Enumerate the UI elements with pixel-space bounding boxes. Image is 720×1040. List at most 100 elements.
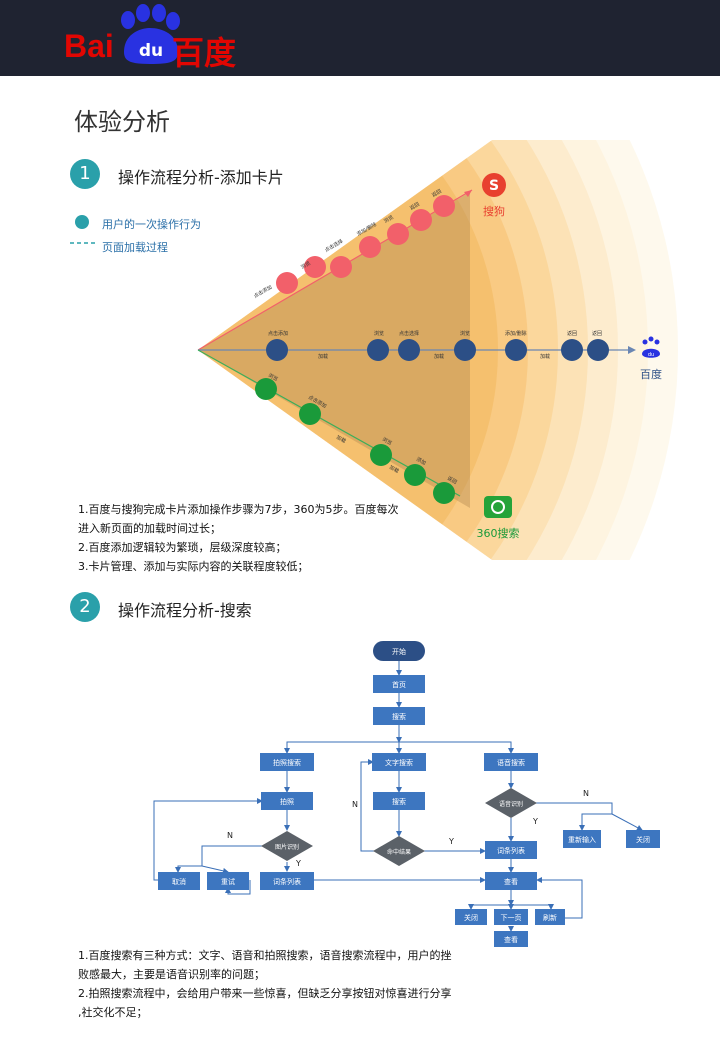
s360-logo-icon [484,496,512,518]
flow-reinput-node-label: 重新输入 [568,835,596,844]
legend-circle-label: 用户的一次操作行为 [102,218,201,231]
flow-view-node-label: 查看 [504,877,518,886]
logo-text: Bai [64,28,114,64]
flow-text-list-node-label: 词条列表 [497,846,525,855]
step-label: 浏览 [381,436,393,447]
flow-view-node [485,872,537,890]
load-label: 加载 [540,353,550,360]
flow-next-page-node-label: 下一页 [501,914,522,922]
branch-y-label: Y [448,837,454,846]
flow-hit-decision-label: 命中结果 [387,848,411,856]
branch-y-label: Y [295,859,301,868]
paw-icon: du [121,4,180,64]
logo-du: du [139,41,163,61]
branch-n-label: N [352,800,358,809]
step-node [370,444,392,466]
load-label: 加载 [434,353,444,360]
section-2-title: 操作流程分析-搜索 [118,601,252,620]
flow-refresh-node-label: 刷新 [543,913,557,922]
step-node [367,339,389,361]
note-line: 进入新页面的加载时间过长； [78,522,221,535]
note-line: 2.拍照搜索流程中，会给用户带来一些惊喜，但缺乏分享按钮对惊喜进行分享 [78,987,452,1000]
legend-circle-icon [75,215,89,229]
flow-cancel-node-label: 取消 [172,877,186,886]
flow-view2-node [494,931,528,947]
flow-view2-node-label: 查看 [504,935,518,944]
step-label: 点击添加 [253,284,274,300]
baidu-logo: Bai du 百度 [64,4,244,71]
flow-home-node-label: 首页 [392,680,406,689]
flow-text-search-node-label: 文字搜索 [385,758,413,767]
flow-img-recog-decision [261,831,313,861]
step-node [561,339,583,361]
load-label: 加载 [318,353,328,360]
step-node [505,339,527,361]
svg-text:S: S [489,178,499,194]
flow-retry-node-label: 重试 [221,877,235,886]
section-1-title: 操作流程分析-添加卡片 [118,168,284,187]
step-label: 返回 [409,201,421,212]
flow-close-node-label: 关闭 [464,913,478,922]
step-node [330,256,352,278]
step-label: 点击选择 [399,330,419,337]
flow-text-query-node-label: 搜索 [392,797,406,806]
flow-voice-recog-decision [485,788,537,818]
sogou-logo-icon: S [482,173,506,197]
step-label: 返回 [446,475,458,486]
step-node [359,236,381,258]
brand-baidu: 百度 [640,367,662,381]
flow-text-list-node [485,841,537,859]
section-1-notes: 1.百度与搜狗完成卡片添加操作步骤为7步，360为5步。百度每次 进入新页面的加… [78,500,408,576]
flow-photo-list-node-label: 词条列表 [273,877,301,886]
note-line: 1.百度搜索有三种方式：文字、语音和拍照搜索，语音搜索流程中，用户的挫 [78,949,452,962]
step-node [276,272,298,294]
flow-shoot-node-label: 拍照 [280,797,294,806]
flow-voice-search-node [484,753,538,771]
flow-retry-node [207,872,249,890]
branch-n-label: N [227,831,233,840]
section-2-notes: 1.百度搜索有三种方式：文字、语音和拍照搜索，语音搜索流程中，用户的挫 败感最大… [78,946,458,1022]
flow-start-label: 开始 [392,647,406,656]
svg-text:du: du [648,352,654,358]
step-node [433,482,455,504]
flow-next-page-node [494,909,528,925]
flow-photo-search-node-label: 拍照搜索 [273,758,301,767]
step-label: 返回 [431,188,443,199]
header-bar: Bai du 百度 [0,0,720,76]
step-label: 添加/删除 [505,330,527,337]
branch-y-label: Y [532,817,538,826]
flow-img-recog-decision-label: 图片识别 [275,843,299,851]
step-label: 浏览 [374,330,384,337]
flow-photo-search-node [260,753,314,771]
page-title: 体验分析 [74,108,170,136]
note-line: 1.百度与搜狗完成卡片添加操作步骤为7步，360为5步。百度每次 [78,503,399,516]
brand-360: 360搜索 [477,526,520,540]
sogou-arrow-icon [464,190,472,197]
flow-text-search-node [372,753,426,771]
flow-cancel-node [158,872,200,890]
flow-reinput-node [563,830,601,848]
step-node [266,339,288,361]
flow-connectors [153,661,643,932]
legend-markers [70,215,96,244]
flow-voice-recog-decision-label: 语音识别 [499,800,523,808]
flow-search-node-label: 搜索 [392,712,406,721]
note-line: 2.百度添加逻辑较为繁琐，层级深度较高； [78,541,287,554]
flow-home-node [373,675,425,693]
step-label: 返回 [592,330,602,337]
flow-text-query-node [373,792,425,810]
note-line: 败感最大，主要是语音识别率的问题； [78,968,265,981]
flow-branch-labels: N Y N Y N Y [227,789,589,868]
flow-refresh-node [535,909,565,925]
baidu-paw-icon: du [642,336,660,358]
flow-close-node [455,909,487,925]
step-node [398,339,420,361]
branch-n-label: N [583,789,589,798]
step-label: 浏览 [300,260,312,271]
load-label: 加载 [388,464,400,475]
step-label: 浏览 [383,214,395,225]
flow-voice-close-node-label: 关闭 [636,835,650,844]
flow-start-node [373,641,425,661]
flow-search-node [373,707,425,725]
step-node [587,339,609,361]
